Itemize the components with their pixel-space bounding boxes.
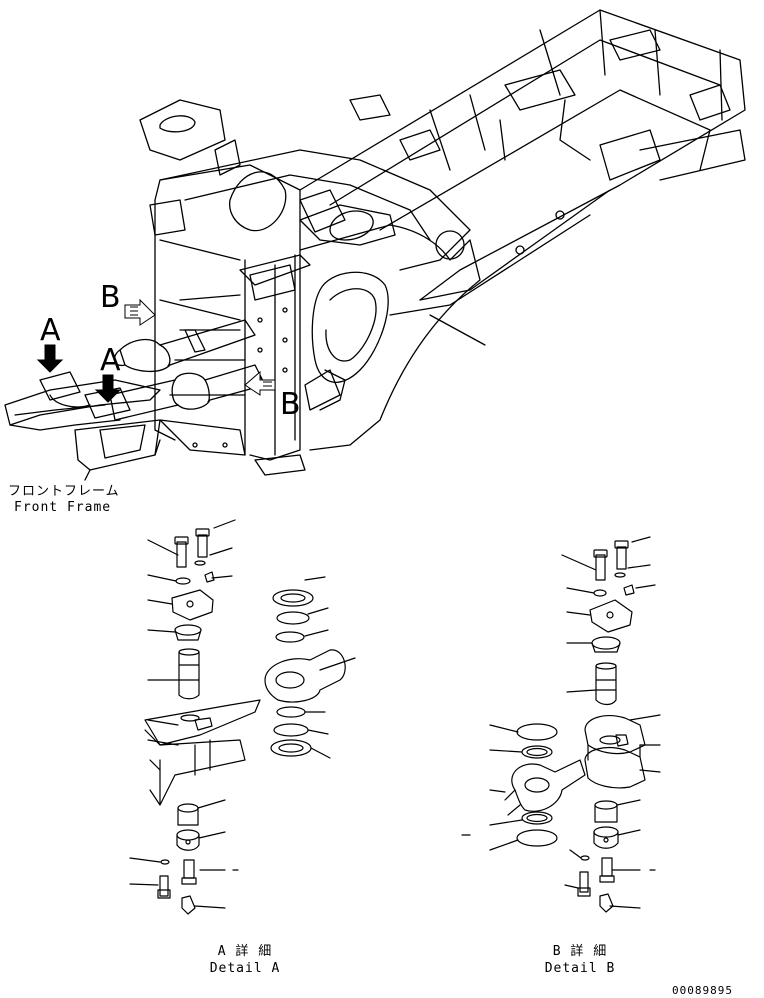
center-frame <box>140 100 480 475</box>
arrow-a1-icon <box>38 345 62 372</box>
front-frame-label-en: Front Frame <box>14 500 112 515</box>
callout-arrows <box>38 300 275 402</box>
callout-label-b1: B <box>100 280 121 315</box>
detail-a-drawing <box>130 520 355 914</box>
front-frame <box>5 320 265 480</box>
rear-frame-leader <box>430 315 485 345</box>
detail-a-title-jp: A 詳 細 <box>217 944 273 959</box>
drawing-number: 00089895 <box>672 984 733 997</box>
bolt-a2 <box>198 535 207 557</box>
arrow-b1-icon <box>125 300 155 325</box>
callout-label-b2: B <box>280 387 301 422</box>
arrow-b2-icon <box>245 372 275 395</box>
rear-frame <box>300 10 745 315</box>
callout-label-a1: A <box>40 313 61 348</box>
callout-label-a2: A <box>100 343 121 378</box>
detail-b-drawing <box>462 537 660 912</box>
rod-end-a <box>265 650 345 702</box>
detail-a-title-en: Detail A <box>209 961 281 976</box>
cap-plate-a <box>172 590 213 620</box>
bolt-a1 <box>177 542 186 567</box>
front-frame-label-jp: フロントフレーム <box>8 484 120 499</box>
arrow-a2-icon <box>96 375 120 402</box>
detail-b-title-jp: B 詳 細 <box>552 944 608 959</box>
detail-b-title-en: Detail B <box>544 961 616 976</box>
